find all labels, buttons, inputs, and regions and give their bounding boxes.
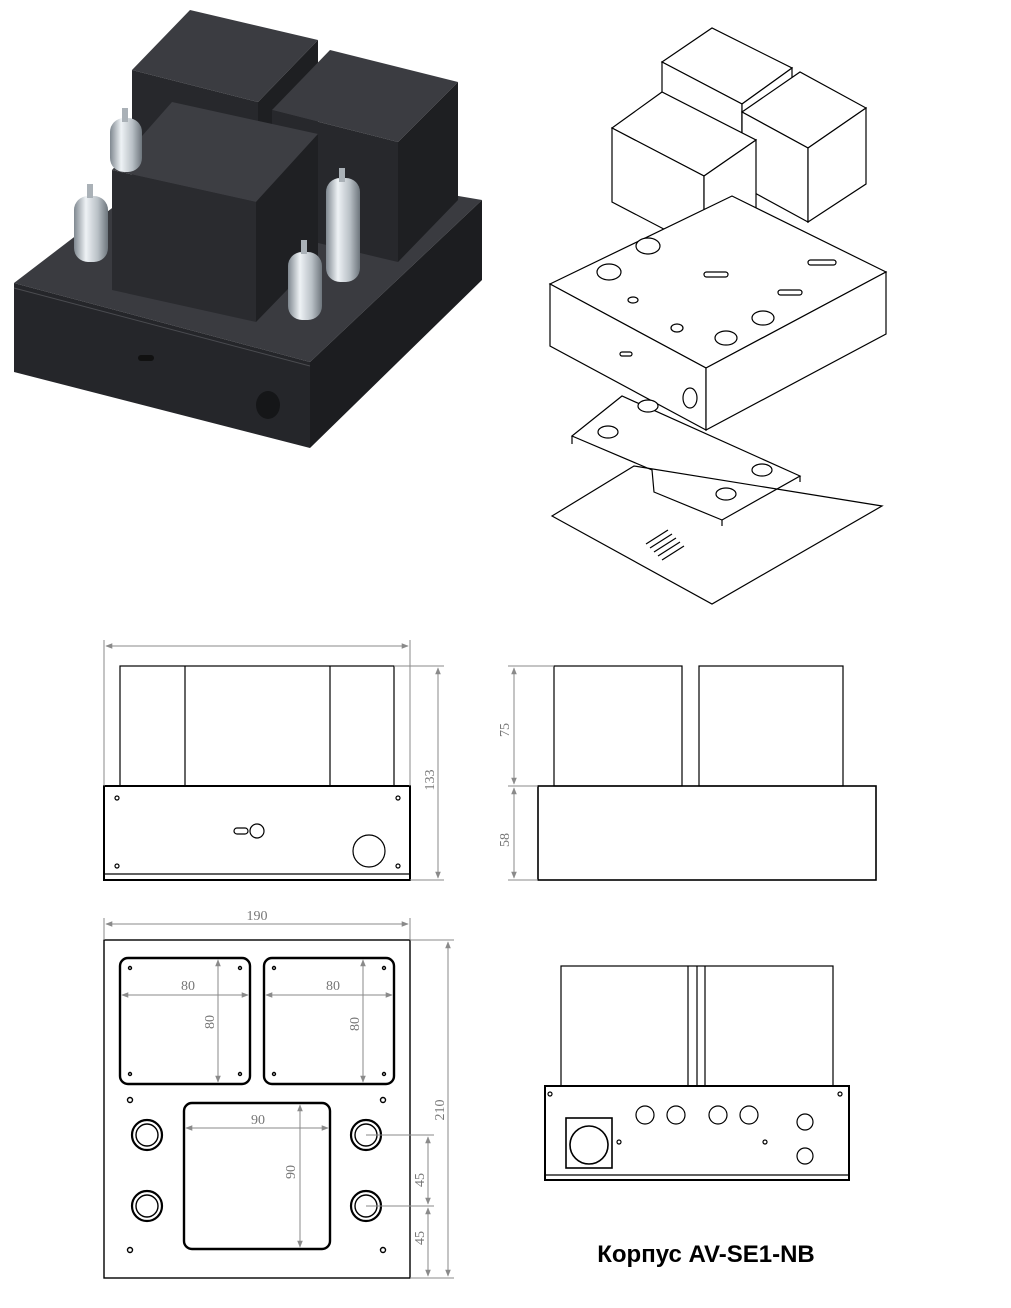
side-view-dimensions xyxy=(508,665,554,881)
center-cutout-width-label: 90 xyxy=(251,1113,265,1128)
side-transformer-height-label: 75 xyxy=(498,723,513,737)
rear-view xyxy=(544,965,850,1181)
left-transformer-width-label: 80 xyxy=(181,979,195,994)
tube-right xyxy=(326,168,360,282)
top-view-dimensions xyxy=(103,918,454,1279)
render-3d-amplifier xyxy=(13,10,482,448)
front-height-label: 133 xyxy=(423,770,438,791)
exploded-transformer-right xyxy=(740,71,868,224)
product-title: Корпус AV-SE1-NB xyxy=(597,1241,814,1268)
front-view xyxy=(103,665,411,881)
side-chassis-height-label: 58 xyxy=(498,833,513,847)
right-transformer-width-label: 80 xyxy=(326,979,340,994)
top-view xyxy=(103,939,411,1279)
center-cutout-height-label: 90 xyxy=(284,1165,299,1179)
front-view-dimensions xyxy=(103,640,444,881)
exploded-chassis xyxy=(548,195,888,432)
tube-front-left xyxy=(74,184,108,262)
exploded-bottom-plate xyxy=(550,465,884,605)
side-view xyxy=(537,665,877,881)
top-width-label: 190 xyxy=(247,909,268,924)
spacing-top-label: 45 xyxy=(413,1173,428,1187)
top-depth-label: 210 xyxy=(433,1100,448,1121)
exploded-tube-bracket xyxy=(570,395,802,526)
left-transformer-height-label: 80 xyxy=(203,1015,218,1029)
tube-front-right xyxy=(288,240,322,320)
exploded-view xyxy=(548,27,888,605)
right-transformer-height-label: 80 xyxy=(348,1017,363,1031)
spacing-bottom-label: 45 xyxy=(413,1231,428,1245)
tube-back-left xyxy=(110,108,142,172)
